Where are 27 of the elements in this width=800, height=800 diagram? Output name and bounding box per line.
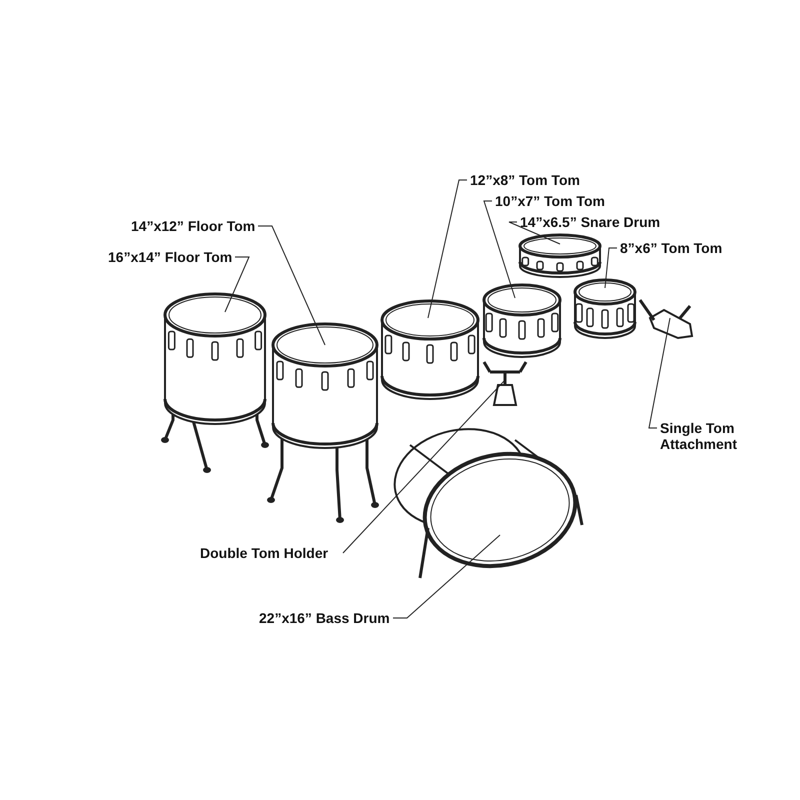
- tom-tom-drawing: [574, 278, 636, 339]
- leader-line: [604, 248, 618, 288]
- leader-line: [392, 534, 500, 618]
- part-label: 12”x8” Tom Tom: [470, 172, 580, 188]
- bass-drum-drawing: [394, 428, 584, 580]
- leader-line: [508, 222, 560, 244]
- tom-tom-drawing: [380, 300, 480, 400]
- leader-line: [258, 226, 326, 346]
- tom-attachment-drawing: [638, 298, 694, 340]
- part-label: 22”x16” Bass Drum: [259, 610, 390, 626]
- snare-drum-drawing: [518, 234, 602, 278]
- part-label: Double Tom Holder: [200, 545, 340, 561]
- floor-tom-drawing: [161, 292, 269, 473]
- part-label: 14”x12” Floor Tom: [131, 218, 256, 234]
- part-label: 10”x7” Tom Tom: [495, 193, 605, 209]
- part-label: 16”x14” Floor Tom: [108, 249, 232, 265]
- floor-tom-drawing: [267, 322, 379, 523]
- part-label: 8”x6” Tom Tom: [620, 240, 722, 256]
- part-label: Single Tom Attachment: [660, 420, 760, 452]
- part-label: 14”x6.5” Snare Drum: [520, 214, 660, 230]
- leader-line: [224, 256, 250, 312]
- leader-line: [483, 200, 516, 298]
- leader-line: [342, 380, 506, 554]
- leader-line: [648, 318, 670, 428]
- tom-tom-drawing: [482, 284, 562, 358]
- tom-holder-drawing: [482, 360, 528, 406]
- leader-line: [428, 180, 468, 318]
